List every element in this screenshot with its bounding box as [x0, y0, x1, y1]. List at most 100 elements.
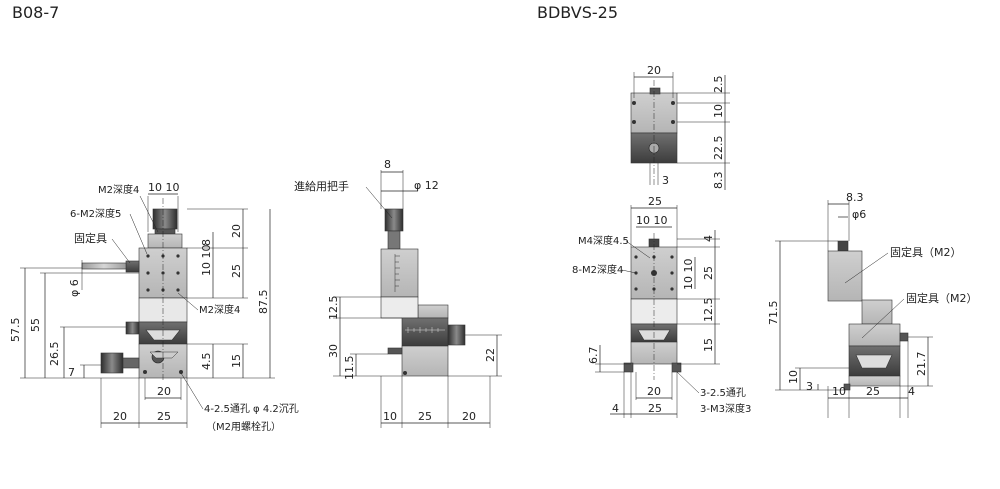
- side2-top-tab: [837, 240, 849, 252]
- dim-front-25b: 25: [648, 402, 662, 415]
- label-feed-handle: 進給用把手: [294, 179, 349, 193]
- dim-b08-875: 87.5: [257, 290, 270, 315]
- dim-b08-15: 15: [230, 354, 243, 368]
- dim-front-125: 12.5: [702, 298, 715, 323]
- dim-side-217: 21.7: [915, 352, 928, 377]
- upper-carriage: [147, 233, 183, 249]
- dim-mid-8: 8: [384, 158, 391, 171]
- title-bdbvs-25: BDBVS-25: [537, 3, 619, 22]
- dim-side-10: 10: [787, 370, 800, 384]
- dim-b08-20mid: 20: [157, 385, 171, 398]
- dim-front-20: 20: [647, 385, 661, 398]
- dim-side-4: 4: [908, 385, 915, 398]
- label-fixture-m2-1: 固定具（M2）: [890, 245, 962, 259]
- side2-middle: [848, 323, 901, 347]
- side-base: [401, 345, 449, 377]
- label-m4-depth: M4深度4.5: [578, 234, 629, 247]
- feed-knob: [100, 352, 124, 374]
- dim-side-phi6: φ6: [852, 208, 866, 221]
- leader-line: [365, 186, 393, 219]
- dim-side-83: 8.3: [846, 191, 864, 204]
- side2-upper: [827, 250, 863, 302]
- bdbvs-front-view: 25 10 10 4 25 12.5 15 10 10 6.7 20 4 25 …: [572, 195, 751, 418]
- label-m2-depth4-side: M2深度4: [199, 303, 240, 316]
- leader-line: [177, 292, 199, 311]
- front-foot-left: [623, 362, 634, 373]
- dim-b08-265: 26.5: [48, 342, 61, 367]
- dim-mid-115: 11.5: [343, 356, 356, 381]
- dim-b08-1010: 10 10: [148, 181, 180, 194]
- top-knob: [152, 208, 178, 230]
- label-holes: 4-2.5通孔 φ 4.2沉孔: [204, 402, 299, 415]
- top-holes: [632, 101, 675, 124]
- dim-side-25: 25: [866, 385, 880, 398]
- leader-line: [625, 240, 651, 259]
- side-lock-knob: [125, 321, 140, 335]
- leader-line: [861, 298, 905, 339]
- label-m2-depth4-top: M2深度4: [98, 183, 139, 196]
- dim-b08-20top: 20: [230, 224, 243, 238]
- dim-front-1010: 10 10: [636, 214, 668, 227]
- dim-b08-phi6: φ 6: [68, 279, 81, 297]
- side-hole: [403, 371, 407, 375]
- leader-line: [676, 371, 700, 394]
- dim-mid-20: 20: [462, 410, 476, 423]
- side-scale-horizontal: [405, 327, 445, 333]
- fixture-knob: [125, 260, 140, 273]
- side-knob-shaft: [387, 230, 401, 250]
- dim-top-83: 8.3: [712, 172, 725, 190]
- label-3-m3: 3-M3深度3: [700, 402, 751, 415]
- scale-ticks: [394, 254, 400, 292]
- leader-line: [129, 213, 148, 255]
- side-feed-knob: [447, 324, 466, 346]
- leader-line: [844, 252, 889, 284]
- dim-top-225: 22.5: [712, 136, 725, 161]
- dim-side-3: 3: [806, 380, 813, 393]
- dim-top-20: 20: [647, 64, 661, 77]
- dim-b08-575: 57.5: [9, 318, 22, 343]
- side-dovetail: [401, 317, 449, 347]
- dim-top-3: 3: [662, 174, 669, 187]
- base-hole-right: [179, 370, 183, 374]
- dim-front-25: 25: [648, 195, 662, 208]
- dim-mid-125: 12.5: [327, 296, 340, 321]
- dim-mid-22: 22: [484, 348, 497, 362]
- side2-dovetail-slot: [855, 354, 893, 369]
- side-lower-upper: [380, 296, 419, 319]
- leader-line: [180, 372, 204, 410]
- top-tab: [649, 87, 661, 95]
- side-step: [417, 304, 449, 319]
- dim-b08-20bl: 20: [113, 410, 127, 423]
- dim-side-10b: 10: [832, 385, 846, 398]
- dim-mid-30: 30: [327, 344, 340, 358]
- dim-front-4b: 4: [612, 402, 619, 415]
- dim-b08-7: 7: [68, 366, 75, 379]
- front-holes: [634, 255, 674, 291]
- dim-b08-25v: 25: [230, 264, 243, 278]
- dim-top-10: 10: [712, 104, 725, 118]
- dim-mid-10: 10: [383, 410, 397, 423]
- side2-foot: [843, 383, 851, 391]
- dim-mid-phi12: φ 12: [414, 179, 439, 192]
- b08-side-view: 8 φ 12 進給用把手 12.5 30 11.5 22 10 25 20: [294, 158, 502, 428]
- bdbvs-top-view: 20 2.5 10 22.5 8.3 3: [630, 64, 730, 190]
- side-screw: [387, 347, 403, 355]
- leader-line: [139, 195, 159, 233]
- base-slot: [149, 351, 179, 359]
- dim-b08-1010v: 10 10: [200, 245, 213, 277]
- fixture-rod: [81, 262, 127, 270]
- title-b08-7: B08-7: [12, 3, 60, 22]
- bdbvs-side-view: 8.3 φ6 71.5 10 3 21.7 10 25 4 固定具（M2） 固定…: [767, 191, 978, 418]
- label-8-m2-depth4: 8-M2深度4: [572, 263, 623, 276]
- front-foot-right: [671, 362, 682, 373]
- side2-lock: [899, 332, 909, 342]
- dim-front-25v: 25: [702, 266, 715, 280]
- leader-line: [621, 269, 637, 274]
- dim-front-4: 4: [702, 235, 715, 242]
- dim-side-715: 71.5: [767, 301, 780, 326]
- side2-base: [848, 375, 901, 387]
- side-knob: [384, 208, 404, 232]
- label-6-m2-depth5: 6-M2深度5: [70, 207, 121, 220]
- leader-line: [111, 238, 131, 264]
